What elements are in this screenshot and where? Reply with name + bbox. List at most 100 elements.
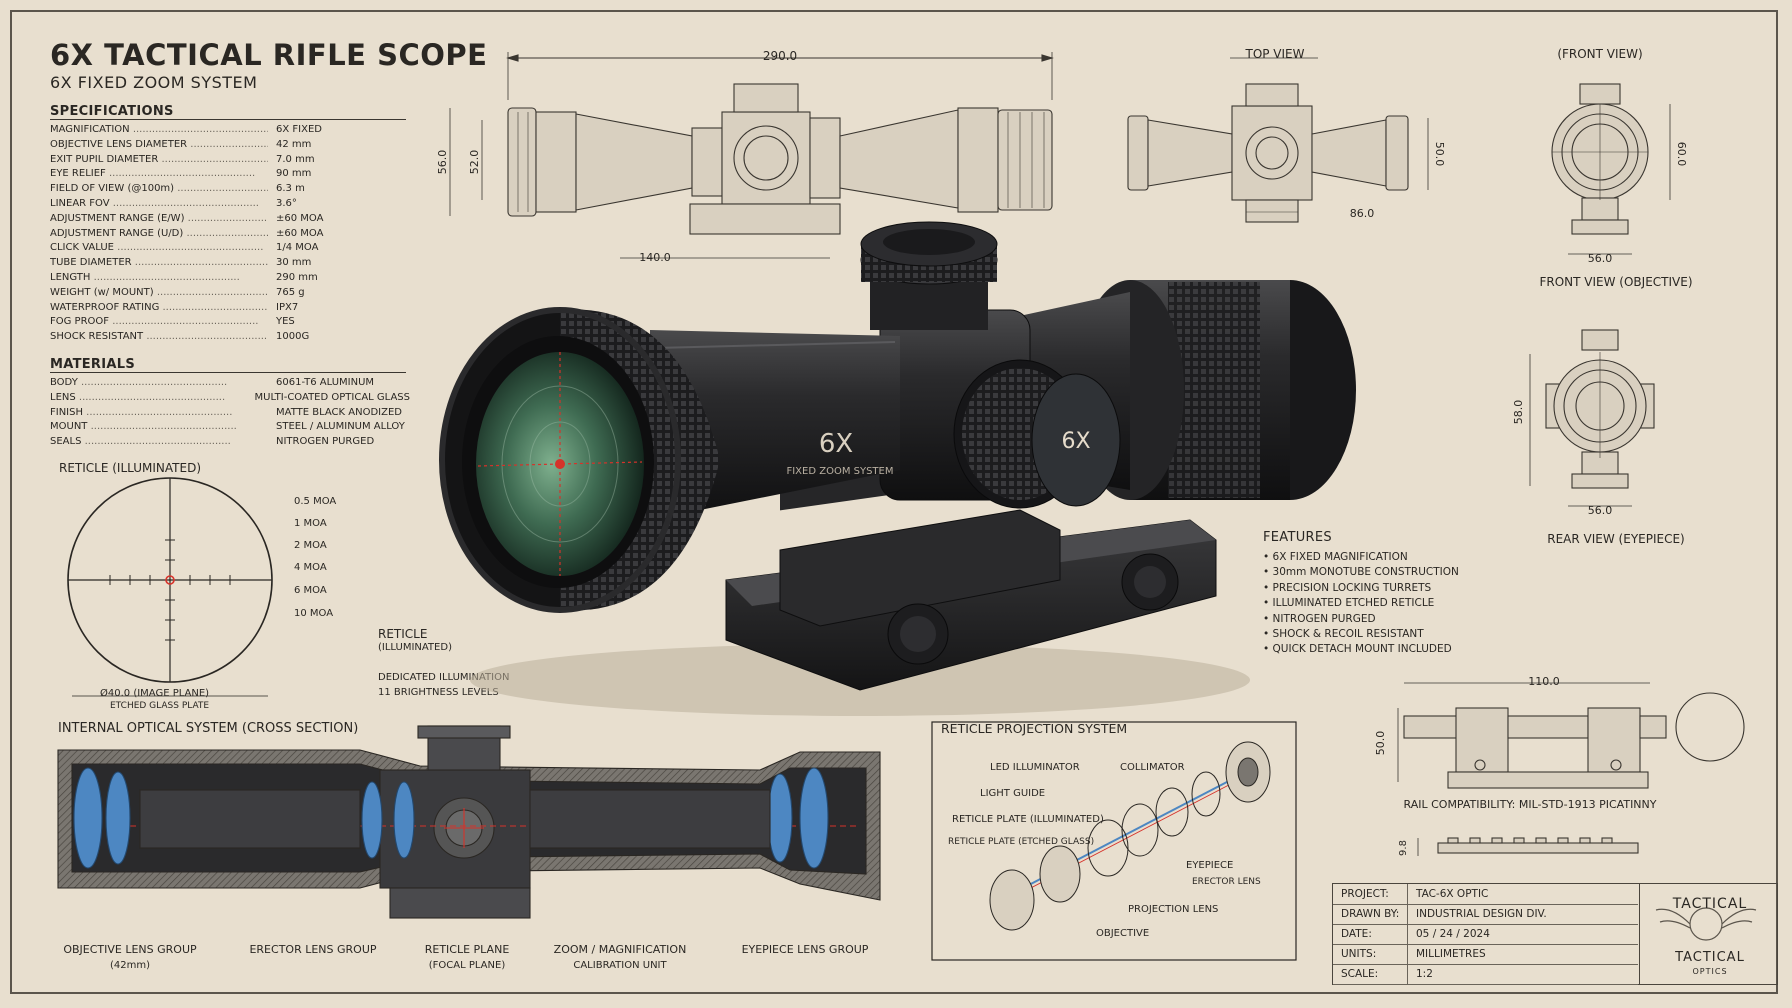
title-block-row: DRAWN BY:INDUSTRIAL DESIGN DIV. [1333, 904, 1638, 925]
feature-text: NITROGEN PURGED [1272, 612, 1376, 625]
brand-top-text: TACTICAL [1672, 896, 1748, 912]
spec-row: LENSMULTI-COATED OPTICAL GLASS [50, 391, 410, 406]
reticle-heading: RETICLE (ILLUMINATED) [59, 461, 202, 475]
brand-mid-text: TACTICAL [1675, 950, 1745, 965]
top-view-drawing [1127, 57, 1429, 223]
spec-value: ±60 MOA [276, 227, 324, 239]
feature-text: 6X FIXED MAGNIFICATION [1272, 551, 1408, 563]
spec-label: EXIT PUPIL DIAMETER [50, 153, 268, 168]
feature-item: • ILLUMINATED ETCHED RETICLE [1263, 596, 1459, 611]
side-view-drawing [449, 52, 1054, 259]
spec-value: YES [276, 316, 295, 328]
spec-row: TUBE DIAMETER 30 mm [50, 256, 410, 271]
spec-label: WATERPROOF RATING [50, 301, 268, 316]
front-height-dim: 60.0 [1675, 142, 1688, 167]
mount-width-dim: 110.0 [1528, 675, 1560, 688]
title-block-value: 05 / 24 / 2024 [1407, 924, 1490, 944]
title-block-value: TAC-6X OPTIC [1407, 884, 1488, 904]
cross-section-drawing [57, 725, 881, 919]
spec-value: NITROGEN PURGED [276, 436, 375, 448]
feature-bullet: • [1263, 612, 1273, 625]
feature-bullet: • [1263, 581, 1273, 594]
spec-value: IPX7 [276, 301, 299, 313]
cross-section-sublabel: (42mm) [109, 960, 150, 971]
reticle-mark-label: 4 MOA [294, 562, 327, 573]
title-block-row: UNITS:MILLIMETRES [1333, 944, 1638, 965]
spec-value: ±60 MOA [276, 212, 324, 224]
spec-value: 1000G [276, 331, 310, 343]
rail-height-dim: 9.8 [1398, 840, 1409, 856]
spec-value: 6061-T6 ALUMINUM [276, 377, 375, 388]
spec-value: 42 mm [276, 138, 312, 150]
proj-etched-label: RETICLE PLATE (ETCHED GLASS) [948, 837, 1094, 847]
feature-bullet: • [1263, 643, 1273, 656]
cross-section-label: RETICLE PLANE [424, 943, 510, 956]
rear-view-drawing [1529, 329, 1655, 507]
rail-caption: RAIL COMPATIBILITY: MIL-STD-1913 PICATIN… [1404, 798, 1657, 811]
page-subtitle: 6X FIXED ZOOM SYSTEM [50, 73, 258, 92]
reticle-mark-label: 0.5 MOA [294, 496, 337, 507]
spec-row: ADJUSTMENT RANGE (U/D) ±60 MOA [50, 227, 410, 242]
reticle-caption-1: Ø40.0 (IMAGE PLANE) [100, 688, 210, 699]
spec-row: ADJUSTMENT RANGE (E/W)±60 MOA [50, 212, 410, 227]
feature-text: 30mm MONOTUBE CONSTRUCTION [1272, 566, 1459, 579]
title-block-value: 1:2 [1407, 964, 1433, 984]
cross-section-label: EYEPIECE LENS GROUP [741, 943, 869, 956]
spec-value: 30 mm [276, 257, 312, 269]
scope-render [439, 221, 1356, 716]
spec-label: OBJECTIVE LENS DIAMETER [50, 138, 268, 153]
proj-erector-label: ERECTOR LENS [1192, 877, 1261, 887]
feature-bullet: • [1263, 597, 1273, 610]
feature-text: SHOCK & RECOIL RESISTANT [1272, 628, 1424, 641]
brand-sub-text: OPTICS [1692, 967, 1728, 976]
spec-label: MAGNIFICATION [50, 123, 268, 138]
spec-row: SEALSNITROGEN PURGED [50, 435, 410, 450]
title-block-value: MILLIMETRES [1407, 944, 1486, 964]
title-block-row: PROJECT:TAC-6X OPTIC [1333, 884, 1638, 905]
top-view-label: TOP VIEW [1244, 47, 1304, 61]
spec-row: MAGNIFICATION6X FIXED [50, 123, 410, 138]
spec-value: 290 mm [276, 271, 318, 283]
features-heading: FEATURES [1263, 530, 1332, 545]
spec-row: FINISHMATTE BLACK ANODIZED [50, 406, 410, 421]
spec-value: 3.6° [276, 197, 297, 209]
spec-value: 90 mm [276, 168, 312, 180]
spec-label: TUBE DIAMETER [50, 256, 268, 271]
rear-height-dim: 58.0 [1512, 400, 1525, 425]
reticle-side-subtitle: (ILLUMINATED) [378, 642, 452, 653]
features-list: • 6X FIXED MAGNIFICATION • 30mm MONOTUBE … [1263, 550, 1459, 658]
side-tube-dim: 52.0 [468, 150, 481, 175]
spec-row: SHOCK RESISTANT1000G [50, 330, 410, 345]
spec-value: STEEL / ALUMINUM ALLOY [276, 421, 405, 433]
spec-value: MULTI-COATED OPTICAL GLASS [254, 391, 410, 403]
spec-row: EXIT PUPIL DIAMETER 7.0 mm [50, 153, 410, 168]
brand-logo [1655, 907, 1757, 941]
feature-text: QUICK DETACH MOUNT INCLUDED [1272, 643, 1452, 656]
cross-section-label: ZOOM / MAGNIFICATION [553, 943, 687, 956]
cross-section-sublabel: (FOCAL PLANE) [428, 960, 506, 971]
spec-label: FIELD OF VIEW (@100m) [50, 182, 268, 197]
feature-item: • QUICK DETACH MOUNT INCLUDED [1263, 642, 1459, 657]
scope-magnification-label: 6X [819, 429, 853, 459]
spec-row: OBJECTIVE LENS DIAMETER 42 mm [50, 138, 410, 153]
reticle-side-title: RETICLE [378, 627, 428, 641]
proj-light-guide-label: LIGHT GUIDE [980, 788, 1045, 799]
feature-bullet: • [1263, 628, 1273, 641]
spec-value: 7.0 mm [276, 153, 315, 165]
spec-label: WEIGHT (w/ MOUNT) [50, 286, 268, 301]
materials-rule [50, 372, 406, 373]
reticle-mark-label: 1 MOA [294, 518, 327, 529]
top-height-dim: 50.0 [1433, 142, 1446, 167]
reticle-drawing [67, 477, 273, 697]
spec-row: WEIGHT (w/ MOUNT)765 g [50, 286, 410, 301]
feature-text: PRECISION LOCKING TURRETS [1272, 581, 1432, 594]
projection-heading: RETICLE PROJECTION SYSTEM [941, 721, 1128, 736]
proj-projection-label: PROJECTION LENS [1128, 904, 1218, 915]
top-width-dim: 86.0 [1350, 207, 1375, 220]
spec-label: ADJUSTMENT RANGE (U/D) [50, 227, 268, 242]
specifications-rule [50, 119, 406, 120]
spec-label: LINEAR FOV [50, 197, 268, 212]
reticle-mark-label: 6 MOA [294, 585, 327, 596]
rear-width-dim: 56.0 [1588, 504, 1613, 517]
